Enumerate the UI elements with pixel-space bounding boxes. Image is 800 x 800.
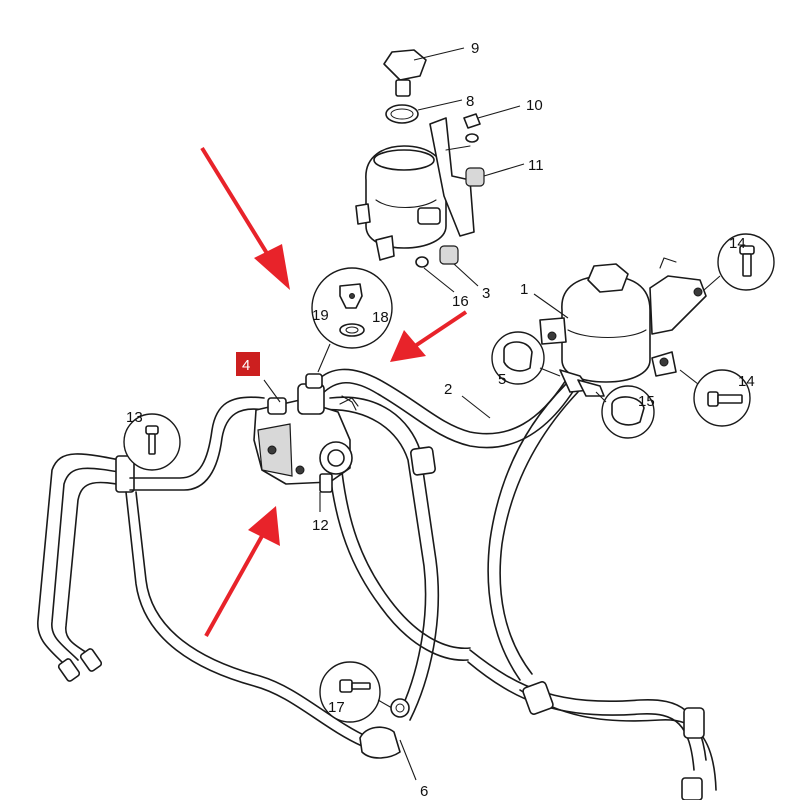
callout-4-highlight: 4	[236, 352, 260, 376]
callout-18: 18	[372, 309, 389, 326]
callout-4: 4	[242, 357, 250, 374]
callout-5: 5	[498, 371, 506, 388]
red-arrow-bottom	[204, 506, 280, 637]
callout-13: 13	[126, 409, 143, 426]
callout-14-bottom: 14	[738, 373, 755, 390]
reservoir-exploded	[355, 49, 485, 268]
hoses-and-pipes	[37, 368, 717, 800]
callout-15: 15	[638, 393, 655, 410]
red-arrow-right	[390, 310, 468, 362]
detail-circle-5	[491, 331, 561, 385]
detail-circle-17	[319, 661, 410, 723]
detail-circle-15	[595, 385, 655, 439]
reservoir-assembled	[539, 257, 707, 383]
red-arrows	[200, 146, 468, 637]
callout-numbers: 9 8 10 11 16 3 1 2 5 15 14 14 19 18 13 1…	[126, 40, 755, 800]
callout-14-top: 14	[729, 235, 746, 252]
hose-clamps	[341, 369, 605, 411]
callout-6: 6	[420, 783, 428, 800]
callout-12: 12	[312, 517, 329, 534]
detail-circle-14-top	[703, 233, 775, 291]
detail-circle-14-bottom	[679, 369, 751, 427]
callout-19: 19	[312, 307, 329, 324]
callout-2: 2	[444, 381, 452, 398]
callout-1: 1	[520, 281, 528, 298]
callout-10: 10	[526, 97, 543, 114]
callout-3: 3	[482, 285, 490, 302]
callout-16: 16	[452, 293, 469, 310]
callout-9: 9	[471, 40, 479, 57]
callout-11: 11	[528, 157, 544, 174]
callout-17: 17	[328, 699, 345, 716]
callout-8: 8	[466, 93, 474, 110]
detail-circle-13	[123, 413, 181, 471]
power-steering-pump	[253, 373, 359, 493]
detail-circle-18-19	[311, 267, 393, 373]
red-arrow-top-left	[200, 146, 290, 290]
leader-lines	[263, 47, 569, 781]
